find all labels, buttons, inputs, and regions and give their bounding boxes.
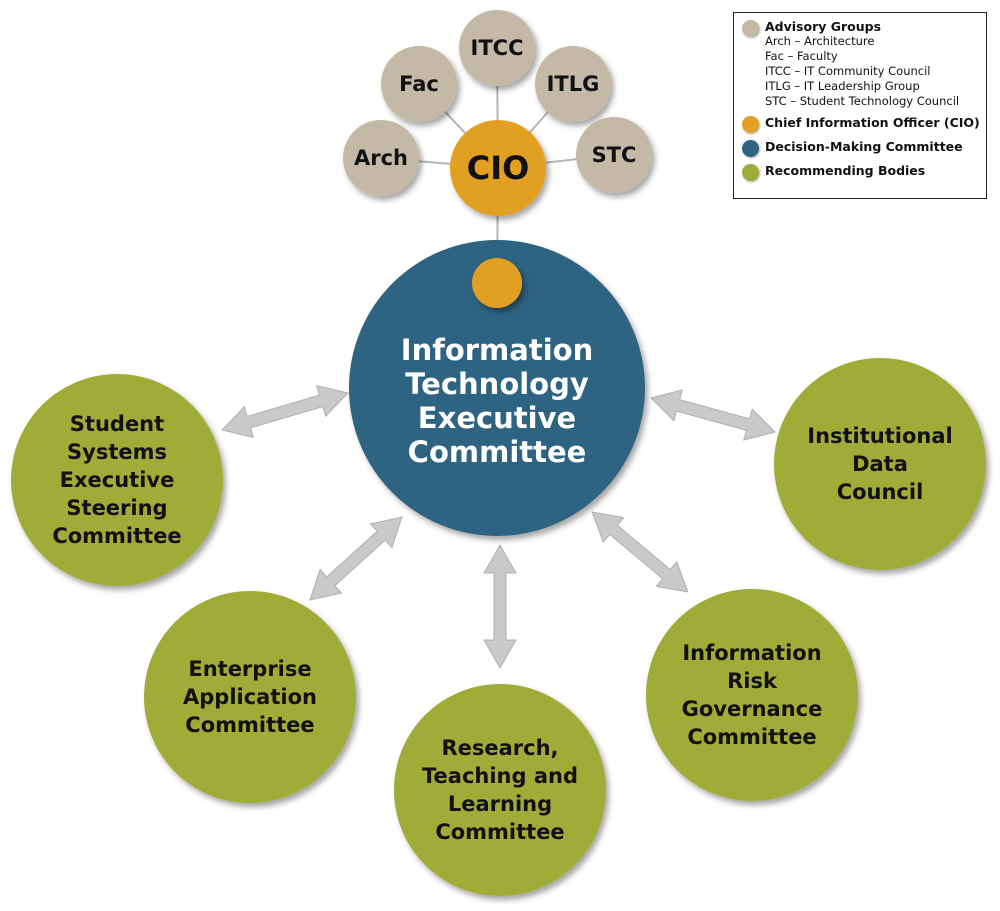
legend-advisory-title: Advisory Groups bbox=[765, 19, 882, 34]
recommending-body-circle bbox=[394, 684, 606, 896]
student-systems-committee-label: Student Systems Executive Steering Commi… bbox=[11, 374, 223, 586]
legend-decision-label: Decision-Making Committee bbox=[765, 139, 963, 154]
legend-advisory: Advisory Groups Arch – Architecture Fac … bbox=[742, 19, 980, 109]
advisory-circle bbox=[343, 120, 419, 196]
rec-line: Research, bbox=[441, 736, 559, 760]
exec-line: Technology bbox=[405, 367, 589, 401]
double-arrow-icon bbox=[309, 516, 403, 601]
research-teaching-learning-committee-label: Research, Teaching and Learning Committe… bbox=[394, 684, 606, 896]
exec-line: Information bbox=[400, 333, 594, 367]
enterprise-application-committee-label: Enterprise Application Committee bbox=[144, 591, 356, 803]
executive-committee-circle bbox=[349, 240, 645, 536]
legend-cio: Chief Information Officer (CIO) bbox=[742, 115, 980, 133]
rec-line: Application bbox=[183, 685, 317, 709]
advisory-circle bbox=[381, 46, 457, 122]
double-arrow-icon bbox=[483, 543, 517, 670]
rec-line: Committee bbox=[52, 524, 182, 548]
advisory-itcc-label: ITCC bbox=[470, 36, 524, 60]
decision-swatch-icon bbox=[742, 140, 759, 157]
rec-line: Council bbox=[836, 480, 924, 504]
rec-line: Systems bbox=[67, 440, 167, 464]
rec-line: Committee bbox=[687, 725, 817, 749]
double-arrow-icon bbox=[221, 384, 349, 439]
rec-line: Student bbox=[69, 412, 165, 436]
rec-line: Governance bbox=[681, 697, 823, 721]
advisory-swatch-icon bbox=[742, 20, 759, 37]
exec-line: Committee bbox=[407, 435, 587, 469]
legend-cio-label: Chief Information Officer (CIO) bbox=[765, 115, 980, 130]
recommending-body-circle bbox=[11, 374, 223, 586]
rec-line: Learning bbox=[447, 792, 553, 816]
advisory-stc-label: STC bbox=[591, 143, 637, 167]
cio-label: CIO bbox=[466, 149, 530, 187]
legend-recommending-label: Recommending Bodies bbox=[765, 163, 926, 178]
advisory-circle bbox=[535, 46, 611, 122]
cio-link-knob bbox=[472, 258, 522, 308]
legend-advisory-item: Fac – Faculty bbox=[765, 49, 838, 63]
recommending-body-circle bbox=[774, 358, 986, 570]
advisory-arch-label: Arch bbox=[353, 146, 408, 170]
rec-line: Institutional bbox=[807, 424, 953, 448]
legend-recommending: Recommending Bodies bbox=[742, 163, 980, 181]
legend-advisory-item: ITCC – IT Community Council bbox=[765, 64, 931, 78]
rec-line: Teaching and bbox=[422, 764, 578, 788]
rec-line: Enterprise bbox=[188, 657, 312, 681]
rec-line: Committee bbox=[185, 713, 315, 737]
legend-advisory-item: STC – Student Technology Council bbox=[765, 94, 960, 108]
legend-advisory-item: ITLG – IT Leadership Group bbox=[765, 79, 920, 93]
recommending-body-circle bbox=[646, 589, 858, 801]
exec-line: Executive bbox=[417, 401, 577, 435]
double-arrow-icon bbox=[650, 389, 776, 441]
legend: Advisory Groups Arch – Architecture Fac … bbox=[733, 12, 987, 199]
advisory-circle bbox=[576, 117, 652, 193]
rec-line: Information bbox=[682, 641, 822, 665]
rec-line: Steering bbox=[66, 496, 168, 520]
advisory-itlg-label: ITLG bbox=[546, 72, 600, 96]
information-risk-governance-committee-label: Information Risk Governance Committee bbox=[646, 589, 858, 801]
recommending-body-circle bbox=[144, 591, 356, 803]
legend-advisory-item: Arch – Architecture bbox=[765, 34, 875, 48]
recommending-swatch-icon bbox=[742, 164, 759, 181]
rec-line: Risk bbox=[727, 669, 777, 693]
advisory-circle bbox=[459, 10, 535, 86]
institutional-data-council-label: Institutional Data Council bbox=[774, 358, 986, 570]
rec-line: Data bbox=[852, 452, 908, 476]
rec-line: Executive bbox=[59, 468, 175, 492]
double-arrow-icon bbox=[591, 511, 689, 593]
cio-swatch-icon bbox=[742, 116, 759, 133]
advisory-fac-label: Fac bbox=[399, 72, 439, 96]
legend-decision: Decision-Making Committee bbox=[742, 139, 980, 157]
executive-committee-label: Information Technology Executive Committ… bbox=[349, 250, 645, 546]
cio-circle bbox=[450, 120, 546, 216]
rec-line: Committee bbox=[435, 820, 565, 844]
